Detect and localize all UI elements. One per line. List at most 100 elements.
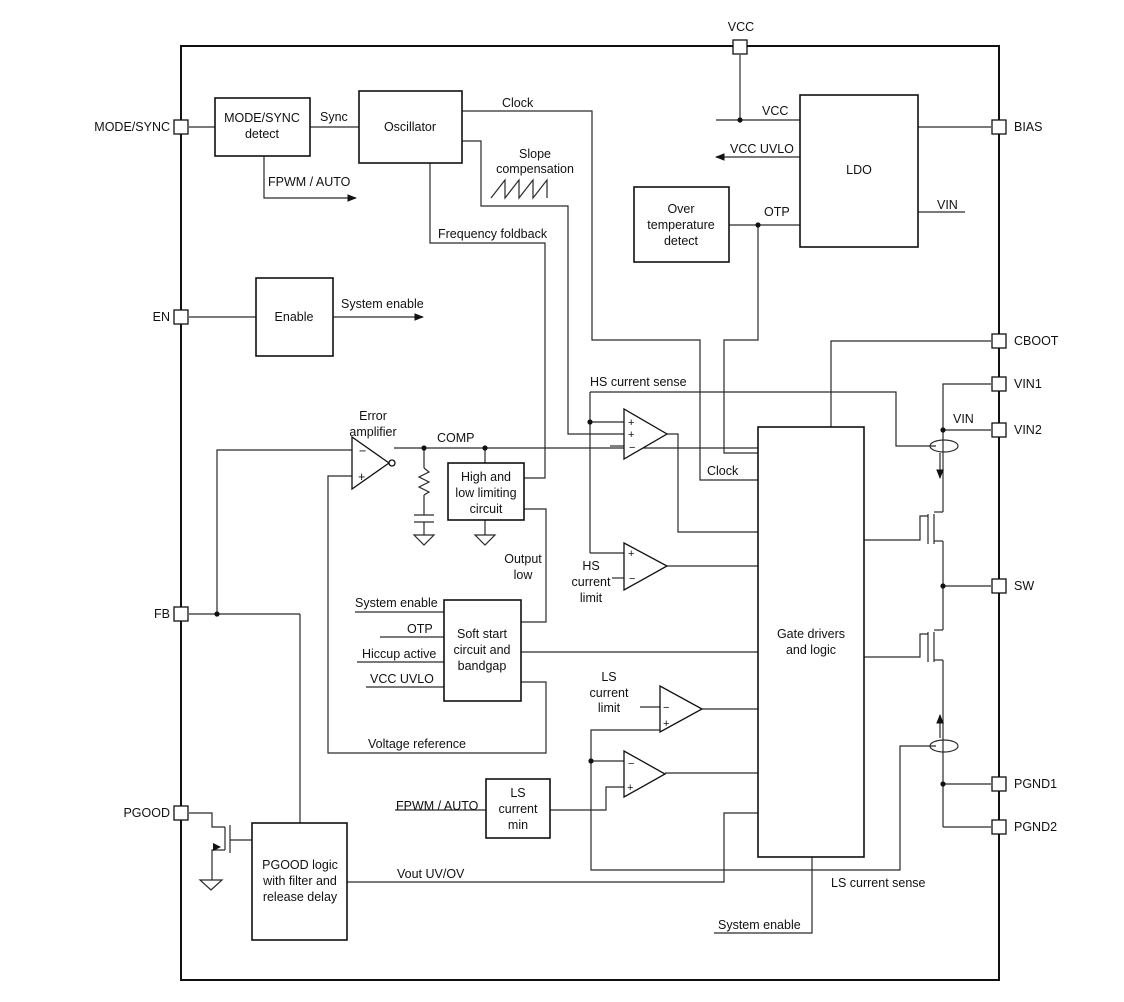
svg-text:VIN1: VIN1 <box>1014 377 1042 391</box>
label-voltage-reference: Voltage reference <box>368 737 466 751</box>
ic-boundary <box>180 45 1000 981</box>
hs-current-sense-coil <box>929 439 959 453</box>
svg-text:+: + <box>663 718 669 730</box>
label-clock-top: Clock <box>502 96 534 110</box>
svg-text:Enable: Enable <box>275 310 314 324</box>
wiring <box>189 55 991 934</box>
svg-text:+: + <box>628 417 634 429</box>
svg-text:MODE/SYNC: MODE/SYNC <box>224 111 300 125</box>
pin-sw: SW <box>991 578 1034 594</box>
svg-text:SW: SW <box>1014 579 1034 593</box>
svg-text:PGND1: PGND1 <box>1014 777 1057 791</box>
pin-pgood: PGOOD <box>123 805 189 821</box>
svg-text:temperature: temperature <box>647 218 714 232</box>
svg-text:detect: detect <box>664 234 699 248</box>
pin-fb: FB <box>154 606 189 622</box>
label-ls-current-limit-2: current <box>590 686 629 700</box>
svg-text:−: − <box>629 573 635 585</box>
svg-text:LDO: LDO <box>846 163 872 177</box>
pin-vcc: VCC <box>728 20 754 55</box>
svg-text:VCC: VCC <box>728 20 754 34</box>
label-sync: Sync <box>320 110 348 124</box>
pin-pgnd1: PGND1 <box>991 776 1057 792</box>
soft-start-block: Soft start circuit and bandgap <box>443 599 522 702</box>
mode-sync-detect-block: MODE/SYNC detect <box>214 97 311 157</box>
svg-text:+: + <box>358 470 365 484</box>
svg-text:−: − <box>663 702 669 714</box>
svg-text:−: − <box>628 758 634 770</box>
label-clock-gate: Clock <box>707 464 739 478</box>
pin-en: EN <box>153 309 189 325</box>
svg-text:CBOOT: CBOOT <box>1014 334 1059 348</box>
label-otp: OTP <box>764 205 790 219</box>
label-hs-current-sense: HS current sense <box>590 375 687 389</box>
svg-text:Soft start: Soft start <box>457 627 508 641</box>
svg-text:bandgap: bandgap <box>458 659 507 673</box>
label-ls-current-sense: LS current sense <box>831 876 926 890</box>
svg-text:−: − <box>629 442 635 454</box>
label-hs-current-limit-1: HS <box>582 559 599 573</box>
ldo-block: LDO <box>799 94 919 248</box>
svg-text:PGOOD: PGOOD <box>123 806 170 820</box>
svg-text:PGOOD logic: PGOOD logic <box>262 858 338 872</box>
pin-vin1: VIN1 <box>991 376 1042 392</box>
label-vout-uv-ov: Vout UV/OV <box>397 867 465 881</box>
pin-vin2: VIN2 <box>991 422 1042 438</box>
label-vcc-uvlo: VCC UVLO <box>730 142 794 156</box>
ls-current-min-comparator: − + <box>623 749 667 799</box>
label-error-amp-2: amplifier <box>349 425 396 439</box>
svg-text:MODE/SYNC: MODE/SYNC <box>94 120 170 134</box>
label-slope-comp-1: Slope <box>519 147 551 161</box>
label-ss-hiccup: Hiccup active <box>362 647 436 661</box>
label-vcc-inner: VCC <box>762 104 788 118</box>
label-hs-current-limit-3: limit <box>580 591 603 605</box>
pin-pgnd2: PGND2 <box>991 819 1057 835</box>
label-comp: COMP <box>437 431 475 445</box>
label-ls-current-limit-1: LS <box>601 670 616 684</box>
svg-text:+: + <box>628 548 634 560</box>
svg-text:Over: Over <box>667 202 694 216</box>
svg-text:circuit and: circuit and <box>454 643 511 657</box>
junction-dots <box>214 117 946 787</box>
label-ss-otp: OTP <box>407 622 433 636</box>
svg-text:min: min <box>508 818 528 832</box>
label-hs-current-limit-2: current <box>572 575 611 589</box>
label-system-enable-en: System enable <box>341 297 424 311</box>
pin-cboot: CBOOT <box>991 333 1059 349</box>
enable-block: Enable <box>255 277 334 357</box>
svg-text:+: + <box>627 782 633 794</box>
pin-mode-sync: MODE/SYNC <box>94 119 189 135</box>
svg-text:current: current <box>499 802 538 816</box>
hs-current-limit-comparator: + − <box>623 541 669 592</box>
ls-current-sense-coil <box>929 739 959 753</box>
label-ss-vcc-uvlo: VCC UVLO <box>370 672 434 686</box>
svg-text:−: − <box>359 444 366 458</box>
label-system-enable-bottom: System enable <box>718 918 801 932</box>
svg-text:circuit: circuit <box>470 502 503 516</box>
high-low-limiting-block: High and low limiting circuit <box>447 462 525 521</box>
ls-current-limit-comparator: − + <box>659 684 704 734</box>
gate-drivers-block: Gate drivers and logic <box>757 426 865 858</box>
svg-text:and logic: and logic <box>786 643 836 657</box>
svg-text:VIN2: VIN2 <box>1014 423 1042 437</box>
pin-bias: BIAS <box>991 119 1043 135</box>
hs-current-comparator: + + − <box>623 407 669 461</box>
svg-text:Gate drivers: Gate drivers <box>777 627 845 641</box>
svg-text:High and: High and <box>461 470 511 484</box>
svg-text:detect: detect <box>245 127 280 141</box>
label-fpwm-auto-bottom: FPWM / AUTO <box>396 799 479 813</box>
label-output-low-2: low <box>514 568 534 582</box>
label-output-low-1: Output <box>504 552 542 566</box>
svg-text:low limiting: low limiting <box>455 486 516 500</box>
svg-text:with filter and: with filter and <box>262 874 337 888</box>
svg-text:FB: FB <box>154 607 170 621</box>
svg-text:+: + <box>628 429 634 441</box>
over-temperature-block: Over temperature detect <box>633 186 730 263</box>
error-amplifier: − + <box>351 435 396 491</box>
svg-text:release delay: release delay <box>263 890 338 904</box>
label-frequency-foldback: Frequency foldback <box>438 227 548 241</box>
label-vin-sense: VIN <box>953 412 974 426</box>
ls-current-min-block: LS current min <box>485 778 551 839</box>
pgood-logic-block: PGOOD logic with filter and release dela… <box>251 822 348 941</box>
label-slope-comp-2: compensation <box>496 162 574 176</box>
